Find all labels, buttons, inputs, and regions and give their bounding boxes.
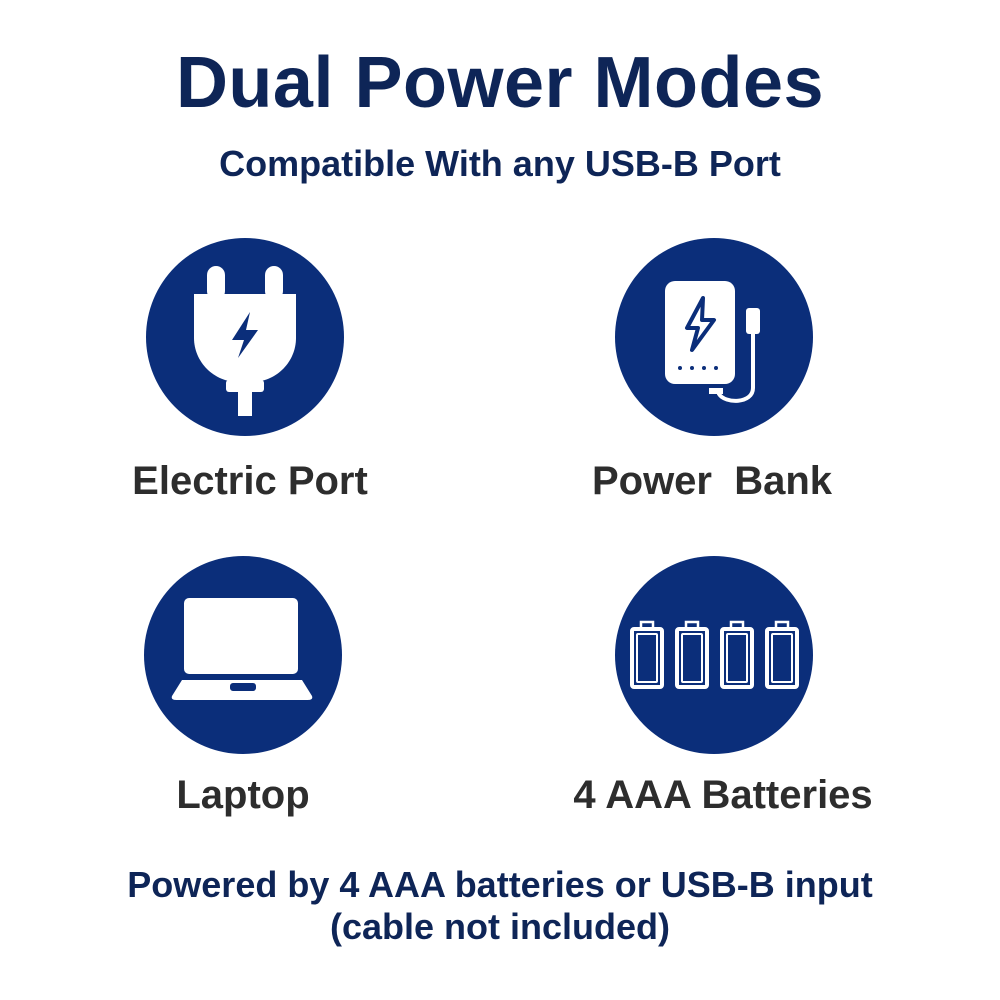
page-title: Dual Power Modes	[175, 43, 825, 123]
batteries-badge	[615, 556, 813, 754]
power-bank-icon	[665, 281, 760, 403]
power-bank-badge	[615, 238, 813, 436]
footer-note-line2: (cable not included)	[329, 906, 670, 947]
electric-port-label: Electric Port	[132, 459, 368, 503]
laptop-label: Laptop	[176, 773, 310, 817]
page-subtitle: Compatible With any USB-B Port	[219, 143, 781, 184]
batteries-label: 4 AAA Batteries	[573, 773, 873, 817]
footer-note-line1: Powered by 4 AAA batteries or USB-B inpu…	[127, 864, 873, 905]
laptop-badge	[144, 556, 342, 754]
electric-port-badge	[146, 238, 344, 436]
batteries-icon	[630, 620, 799, 689]
laptop-icon	[171, 598, 313, 700]
power-bank-label: Power Bank	[591, 459, 833, 503]
plug-icon	[194, 266, 296, 416]
